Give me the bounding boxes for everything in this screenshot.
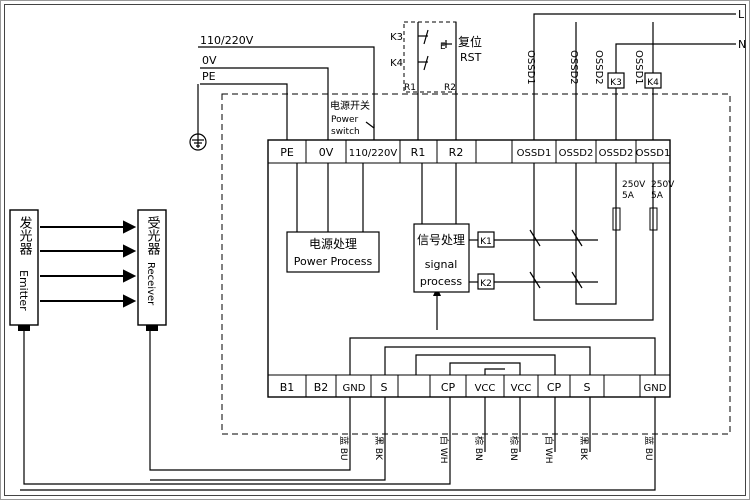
wire-color-8: 蓝 BU [643, 436, 655, 461]
reset-e-label: E [440, 42, 446, 52]
terminal-b2: B2 [314, 381, 329, 394]
output-label-ossd2-b: OSSD2 [593, 50, 604, 85]
terminal-vcc-b: VCC [511, 383, 532, 394]
terminal-cp-b: CP [547, 381, 562, 394]
relay-k1-box [477, 231, 495, 248]
terminal-s-a: S [381, 381, 388, 394]
emitter-connector [18, 325, 30, 331]
reset-label-en: RST [460, 51, 482, 64]
relay-k4-label: K4 [647, 78, 659, 88]
terminal-s-b: S [584, 381, 591, 394]
terminal-110-220v: 110/220V [349, 148, 398, 159]
signal-process-label-en-1: signal [425, 258, 458, 271]
terminal-vcc-a: VCC [475, 383, 496, 394]
output-label-ossd1-b: OSSD1 [633, 50, 644, 85]
power-switch-label-en-2: switch [331, 127, 360, 137]
terminal-r2: R2 [449, 146, 464, 159]
reset-wires [417, 22, 457, 140]
terminal-ossd2-a: OSSD2 [559, 148, 594, 159]
wire-color-4: 棕 BN [473, 436, 485, 461]
terminal-ossd2-b: OSSD2 [599, 148, 634, 159]
wire-color-3: 白 WH [438, 436, 450, 464]
supply-0v-label: 0V [202, 54, 217, 67]
wire-color-1: 蓝 BU [338, 436, 350, 461]
fuse-1-rating: 250V [622, 180, 646, 190]
fuse-2-rating: 250V [651, 180, 675, 190]
terminal-gnd-a: GND [343, 383, 366, 394]
terminal-b1: B1 [280, 381, 295, 394]
light-beam-arrows [40, 220, 137, 308]
terminal-ossd1-b: OSSD1 [636, 148, 671, 159]
emitter-label-cn: 发光器 [17, 215, 33, 256]
terminal-pe: PE [280, 146, 294, 159]
wire-color-5: 棕 BN [508, 436, 520, 461]
receiver-label-en: Receiver [145, 262, 156, 306]
fuse-2-current: 5A [651, 191, 664, 201]
reset-dashed-box [403, 21, 457, 93]
reset-label-cn: 复位 [458, 34, 482, 49]
reset-r2-label: R2 [444, 83, 456, 93]
emitter-label-en: Emitter [17, 270, 30, 311]
receiver-connector [146, 325, 158, 331]
relay-k3-box [607, 72, 625, 89]
top-terminal-row [268, 140, 670, 164]
relay-k2-box [477, 273, 495, 290]
terminal-cp-a: CP [441, 381, 456, 394]
wire-color-6: 白 WH [543, 436, 555, 464]
reset-r1-label: R1 [404, 83, 416, 93]
wire-color-7: 黑 BK [578, 436, 589, 461]
supply-pe-label: PE [202, 70, 216, 83]
reset-k4-label: K4 [390, 58, 403, 69]
relay-k1-label: K1 [480, 237, 492, 247]
bottom-cable-wires [20, 330, 656, 491]
fuse-1-current: 5A [622, 191, 635, 201]
output-label-ossd2-a: OSSD2 [568, 50, 579, 85]
controller-enclosure [221, 93, 731, 435]
internal-wires [296, 163, 656, 375]
reset-k3-label: K3 [390, 32, 403, 43]
relay-k4-box [644, 72, 662, 89]
relay-k2-label: K2 [480, 279, 492, 289]
supply-110-220v-label: 110/220V [200, 34, 254, 47]
power-process-label-en: Power Process [294, 255, 373, 268]
output-vertical-labels: OSSD1 OSSD2 OSSD2 OSSD1 [525, 50, 644, 85]
terminal-r1: R1 [411, 146, 426, 159]
mains-n-label: N [738, 38, 746, 51]
terminal-ossd1-a: OSSD1 [517, 148, 552, 159]
receiver-box [137, 209, 167, 326]
terminal-0v: 0V [319, 146, 334, 159]
power-process-block [286, 231, 380, 273]
inner-border [4, 4, 746, 496]
signal-process-block [413, 223, 470, 293]
wire-color-2: 黑 BK [373, 436, 384, 461]
mains-l-label: L [738, 8, 745, 21]
module-box [267, 139, 671, 398]
earth-ground-icon [189, 133, 207, 151]
signal-process-label-en-2: process [420, 275, 463, 288]
signal-process-label-cn: 信号处理 [417, 233, 465, 247]
bottom-terminal-labels: B1 B2 GND S CP VCC VCC CP S GND [280, 381, 667, 394]
power-switch-label-en-1: Power [331, 115, 359, 125]
terminal-gnd-b: GND [644, 383, 667, 394]
supply-wires [197, 46, 375, 148]
receiver-label-cn: 受光器 [145, 216, 161, 256]
wire-color-labels: 蓝 BU 黑 BK 白 WH 棕 BN 棕 BN 白 WH 黑 BK 蓝 BU [338, 436, 655, 464]
top-terminal-labels: PE 0V 110/220V R1 R2 OSSD1 OSSD2 OSSD2 O… [280, 146, 670, 159]
relay-k3-label: K3 [610, 78, 622, 88]
bottom-terminal-row [268, 374, 670, 397]
power-switch-label-cn: 电源开关 [330, 99, 370, 112]
output-label-ossd1-a: OSSD1 [525, 50, 536, 85]
power-process-label-cn: 电源处理 [309, 237, 357, 251]
